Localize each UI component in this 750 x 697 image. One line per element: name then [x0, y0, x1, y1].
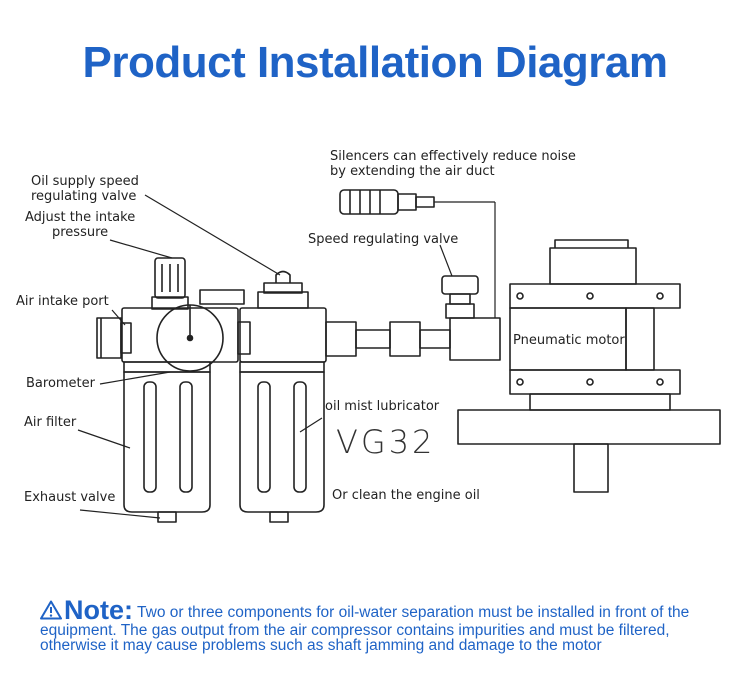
- label-regulating-valve: regulating valve: [31, 189, 136, 204]
- label-adjust-intake: Adjust the intake: [25, 210, 135, 225]
- label-silencers-line1: Silencers can effectively reduce noise: [330, 149, 576, 164]
- silencer: [340, 190, 434, 214]
- label-air-filter: Air filter: [24, 415, 76, 430]
- label-air-intake-port: Air intake port: [16, 294, 109, 309]
- label-exhaust-valve: Exhaust valve: [24, 490, 115, 505]
- note-text: Two or three components for oil-water se…: [40, 604, 689, 654]
- label-vg32: VG32: [336, 424, 435, 460]
- connector-bracket: [200, 290, 244, 304]
- label-silencers-line2: by extending the air duct: [330, 164, 495, 179]
- lubricator-unit: [240, 272, 326, 523]
- air-pipe: [326, 318, 500, 360]
- pneumatic-motor: [458, 240, 720, 492]
- label-oil-supply-speed: Oil supply speed: [31, 174, 139, 189]
- page-title: Product Installation Diagram: [0, 38, 750, 88]
- label-oil-mist-lubricator: oil mist lubricator: [325, 399, 439, 414]
- warning-triangle-icon: [40, 600, 62, 623]
- note-block: Note: Two or three components for oil-wa…: [40, 600, 730, 653]
- label-pneumatic-motor: Pneumatic motor: [513, 333, 625, 348]
- label-pressure: pressure: [52, 225, 108, 240]
- label-barometer: Barometer: [26, 376, 95, 391]
- speed-regulating-valve: [442, 276, 478, 318]
- air-intake-fitting: [97, 318, 131, 358]
- note-heading: Note:: [64, 595, 133, 625]
- filter-regulator-unit: [122, 258, 238, 522]
- label-clean-engine-oil: Or clean the engine oil: [332, 488, 480, 503]
- label-speed-regulating-valve: Speed regulating valve: [308, 232, 458, 247]
